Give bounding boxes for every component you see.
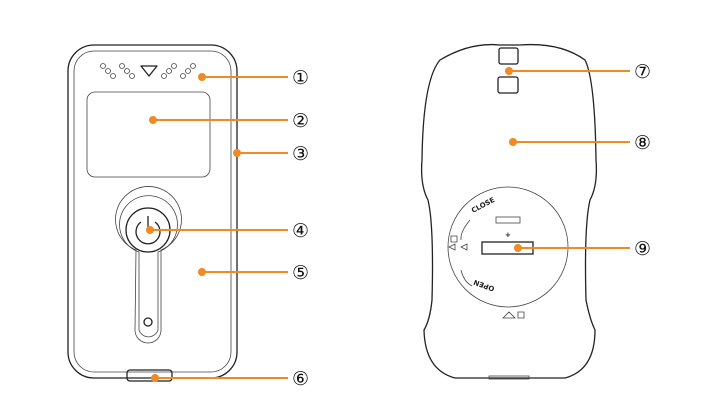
rotate-arrows-icon	[460, 219, 473, 287]
bottom-port	[126, 369, 173, 382]
callout-8: ⑧	[634, 132, 651, 154]
callout-5: ⑤	[292, 262, 309, 284]
callout-1: ①	[292, 67, 309, 89]
front-bezel	[73, 50, 232, 373]
callout-4: ④	[292, 220, 309, 242]
callout-3: ③	[292, 143, 309, 165]
back-body-outline	[420, 43, 598, 379]
device-front-view	[67, 44, 238, 382]
sensor-window-top	[498, 47, 519, 65]
battery-contact	[495, 216, 521, 224]
e-logo-icon	[143, 317, 153, 327]
lock-icon	[448, 235, 458, 251]
callout-numbers: ① ② ③ ④ ⑤ ⑥ ⑦ ⑧ ⑨	[292, 61, 651, 390]
unlock-icon	[502, 311, 525, 319]
callout-7: ⑦	[634, 61, 651, 83]
power-icon	[135, 221, 161, 245]
display-screen	[86, 91, 211, 178]
align-arrow-icon	[460, 243, 468, 251]
callout-9: ⑨	[634, 238, 651, 260]
callout-6: ⑥	[292, 368, 309, 390]
close-label: CLOSE	[470, 196, 496, 215]
sensor-window-bottom	[497, 76, 519, 94]
callout-lines	[146, 67, 630, 382]
button-keyhole-outline	[115, 186, 182, 344]
open-label: OPEN	[472, 278, 495, 293]
led-indicators	[100, 63, 196, 79]
plus-label: +	[505, 231, 511, 239]
callout-2: ②	[292, 110, 309, 132]
device-back-view: + CLOSE OPEN	[420, 43, 598, 380]
warning-triangle-icon	[140, 65, 158, 77]
back-bottom-port	[488, 375, 530, 380]
front-body-outline	[67, 44, 238, 379]
